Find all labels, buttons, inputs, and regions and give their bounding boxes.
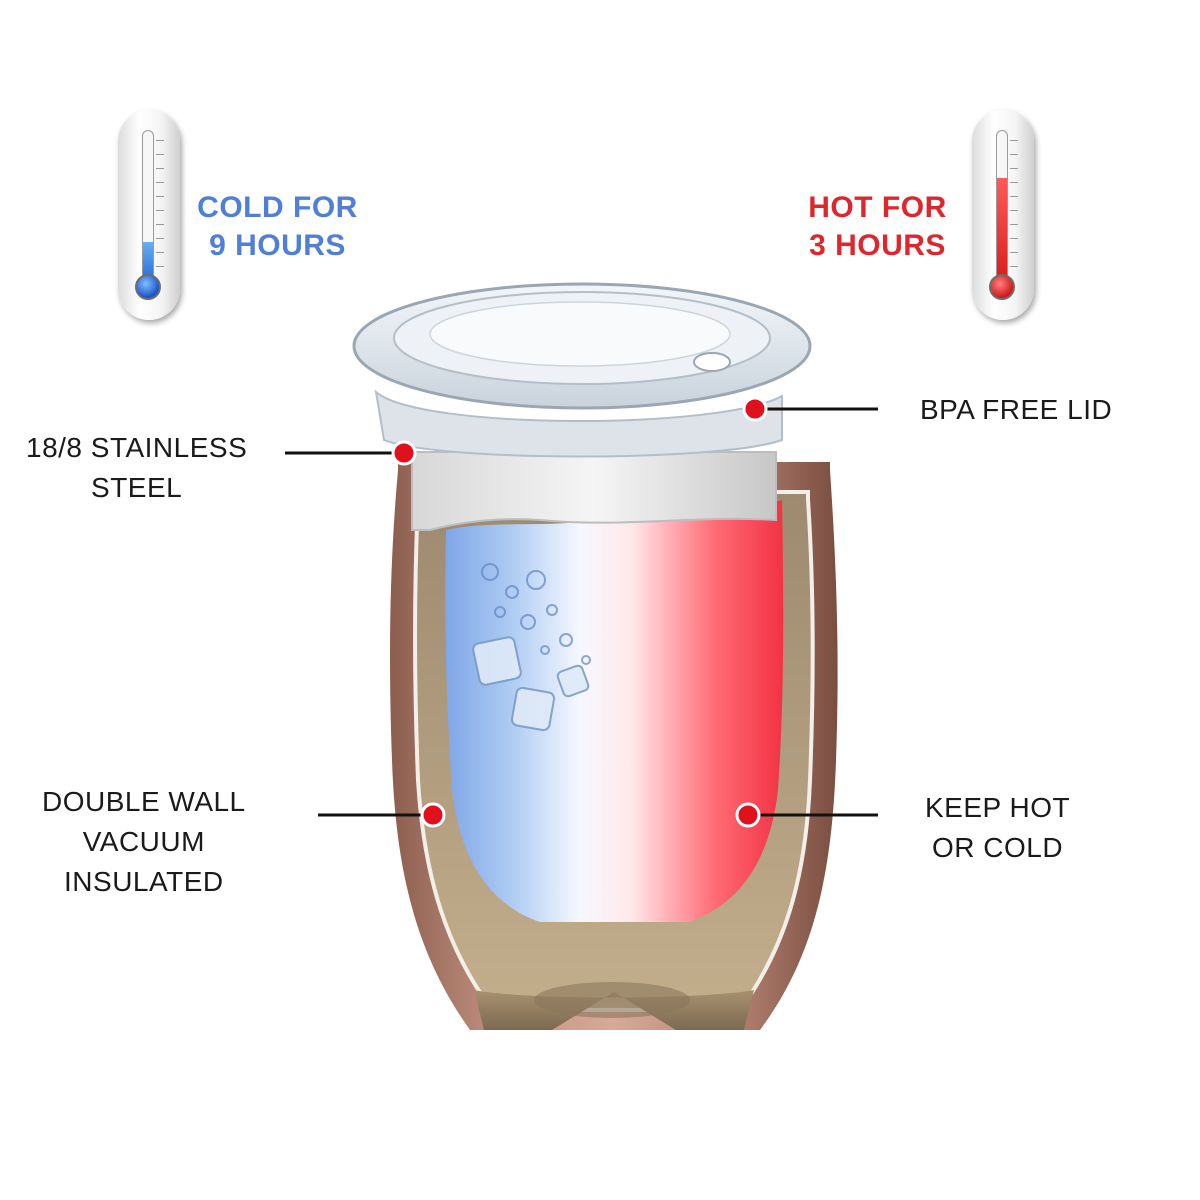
marker-vacuum <box>420 802 446 828</box>
hot-thermometer-icon <box>972 110 1034 320</box>
marker-steel <box>391 440 417 466</box>
ice-cubes <box>472 636 590 732</box>
leader-lines <box>285 407 878 817</box>
callout-vacuum-line1: DOUBLE WALL <box>42 786 246 817</box>
callout-steel-line1: 18/8 STAINLESS <box>26 432 248 463</box>
marker-keep <box>735 802 761 828</box>
hot-duration-line2: 3 HOURS <box>809 229 946 262</box>
callout-keep-line2: OR COLD <box>932 832 1064 863</box>
callout-vacuum-line3: INSULATED <box>64 866 224 897</box>
cold-duration-line1: COLD FOR <box>197 191 358 224</box>
steel-collar <box>411 451 777 531</box>
marker-lid <box>742 396 768 422</box>
callout-steel-line2: STEEL <box>91 472 183 503</box>
callout-bpa-free-lid: BPA FREE LID <box>920 390 1112 430</box>
cold-thermometer-icon <box>118 110 180 320</box>
callout-lid-line1: BPA FREE LID <box>920 394 1113 425</box>
liquid <box>445 500 784 922</box>
callout-keep-hot-cold: KEEP HOT OR COLD <box>925 788 1070 868</box>
callout-vacuum-line2: VACUUM <box>82 826 205 857</box>
callout-markers <box>391 396 768 828</box>
bubbles <box>481 563 591 665</box>
callout-stainless-steel: 18/8 STAINLESS STEEL <box>26 428 247 508</box>
cold-duration-label: COLD FOR 9 HOURS <box>180 189 375 265</box>
callout-double-wall: DOUBLE WALL VACUUM INSULATED <box>42 782 246 902</box>
hot-duration-label: HOT FOR 3 HOURS <box>790 189 965 265</box>
callout-keep-line1: KEEP HOT <box>925 792 1071 823</box>
cold-duration-line2: 9 HOURS <box>209 229 346 262</box>
hot-duration-line1: HOT FOR <box>808 191 947 224</box>
